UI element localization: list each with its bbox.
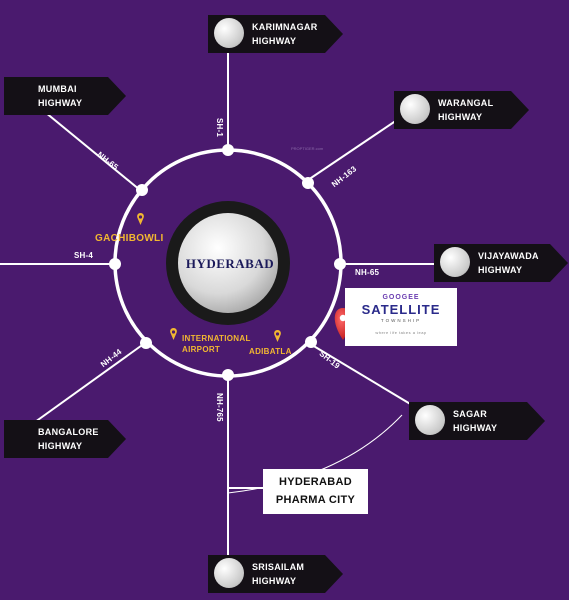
- sagar-sphere-icon: [415, 405, 445, 435]
- pharma-city-label: HYDERABAD PHARMA CITY: [263, 469, 368, 514]
- vijayawada-highway-label: VIJAYAWADA HIGHWAY: [434, 244, 568, 282]
- hub-label: HYDERABAD: [185, 256, 275, 271]
- junction-nh163: [302, 177, 314, 189]
- adibatla-pin-icon: [274, 330, 281, 342]
- road-label-sh1: SH-1: [215, 118, 224, 138]
- road-warangal: [304, 117, 401, 183]
- road-label-nh765: NH-765: [215, 393, 224, 422]
- project-tagline: where life takes a leap: [375, 330, 427, 335]
- junction-sh19: [305, 336, 317, 348]
- project-brand: GOOGEE: [382, 294, 420, 301]
- junction-nh65-e: [334, 258, 346, 270]
- srisailam-sphere-icon: [214, 558, 244, 588]
- karimnagar-sphere-icon: [214, 18, 244, 48]
- warangal-highway-label: WARANGAL HIGHWAY: [394, 91, 529, 129]
- sagar-highway-label: SAGAR HIGHWAY: [409, 402, 545, 440]
- road-label-nh65-e: NH-65: [355, 268, 380, 277]
- adibatla-label: ADIBATLA: [249, 347, 292, 356]
- gachibowli-pin-icon: [137, 213, 144, 225]
- junction-sh1: [222, 144, 234, 156]
- junction-nh65-nw: [136, 184, 148, 196]
- watermark: PROPTIGER.com: [291, 146, 324, 151]
- junction-nh765: [222, 369, 234, 381]
- road-label-sh4: SH-4: [74, 251, 94, 260]
- srisailam-highway-label: SRISAILAM HIGHWAY: [208, 555, 343, 593]
- airport-pin-icon: [170, 328, 177, 340]
- vijayawada-sphere-icon: [440, 247, 470, 277]
- bangalore-highway-label: BANGALORE HIGHWAY: [4, 420, 126, 458]
- mumbai-highway-label: MUMBAI HIGHWAY: [4, 77, 126, 115]
- gachibowli-label: GACHIBOWLI: [95, 233, 164, 244]
- road-sagar: [311, 344, 413, 406]
- project-logo-card: GOOGEE SATELLITE TOWNSHIP where life tak…: [345, 288, 457, 346]
- junction-nh44: [140, 337, 152, 349]
- road-sagar-curve: [227, 414, 403, 494]
- karimnagar-highway-label: KARIMNAGAR HIGHWAY: [208, 15, 343, 53]
- project-name: SATELLITE: [361, 302, 441, 317]
- airport-label: INTERNATIONAL AIRPORT: [182, 334, 251, 354]
- junction-sh4: [109, 258, 121, 270]
- project-type: TOWNSHIP: [380, 318, 422, 323]
- hub-inner: [178, 213, 278, 313]
- warangal-sphere-icon: [400, 94, 430, 124]
